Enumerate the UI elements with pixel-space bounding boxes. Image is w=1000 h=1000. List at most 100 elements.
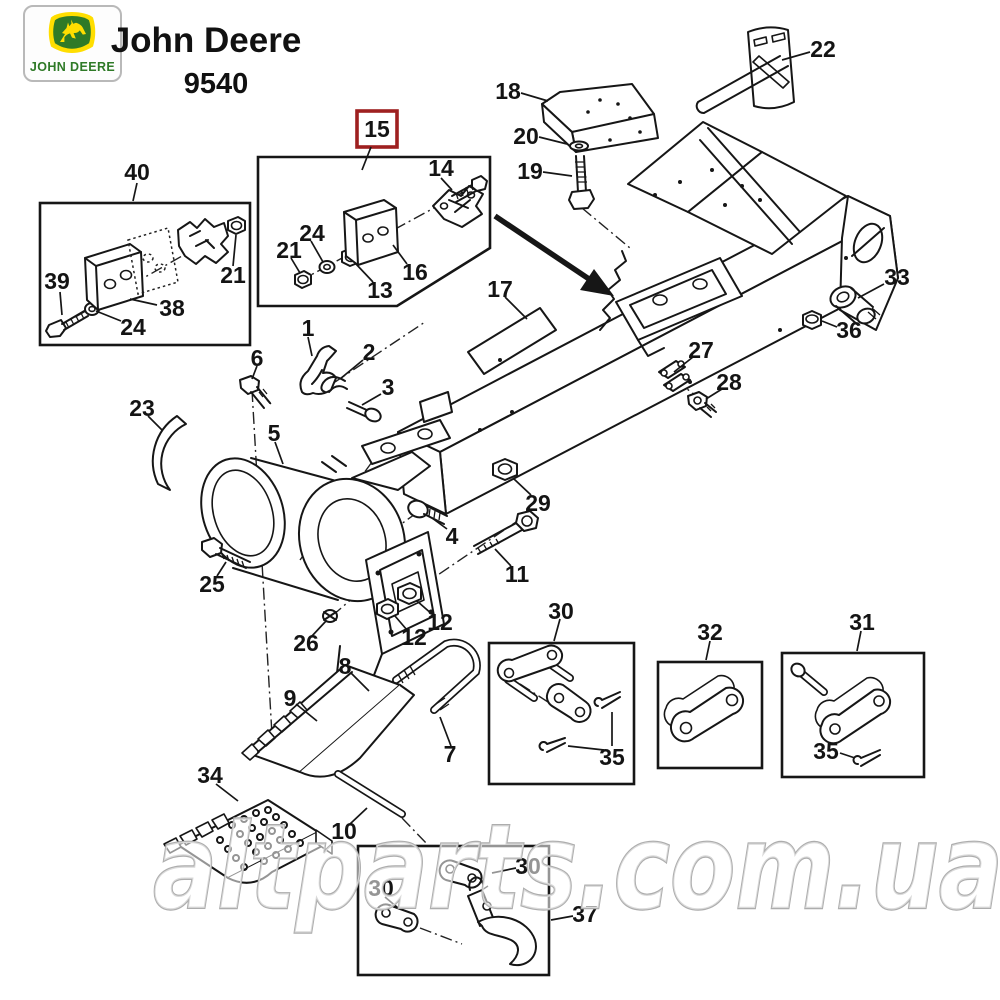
brand-title: John Deere <box>111 21 302 60</box>
part-label-4: 4 <box>446 523 459 549</box>
part-label-13: 13 <box>367 277 393 303</box>
part-label-30a: 30 <box>548 598 574 624</box>
part-label-14: 14 <box>428 155 454 181</box>
group-box-40 <box>38 201 252 347</box>
part-label-39: 39 <box>44 268 70 294</box>
part-label-33: 33 <box>884 264 910 290</box>
part-12b-nut <box>376 598 399 620</box>
john-deere-logo: JOHN DEERE <box>23 5 122 82</box>
part-28-bolt <box>687 391 717 418</box>
part-23-curved-strap <box>151 415 187 491</box>
part-2-clip <box>320 376 348 393</box>
part-33-bushing <box>829 285 881 326</box>
part-20-washer <box>569 140 589 152</box>
part-label-6: 6 <box>251 345 264 371</box>
group-box-31 <box>780 651 926 779</box>
part-34-perforated-plate <box>163 799 333 884</box>
part-39-bolt <box>45 309 89 338</box>
part-7-u-bolt <box>392 638 481 714</box>
part-10-rod <box>334 770 406 818</box>
part-label-38: 38 <box>159 295 185 321</box>
group-box-32 <box>656 660 764 770</box>
part-label-36: 36 <box>836 317 862 343</box>
frame-bolt-holes <box>478 168 848 432</box>
part-label-28: 28 <box>716 369 742 395</box>
part-16-plate <box>343 199 399 266</box>
part-12a-nut <box>397 582 422 605</box>
part-31-link-and-pin <box>790 662 892 745</box>
part-label-37: 37 <box>572 901 598 927</box>
part-label-12a: 12 <box>427 609 453 635</box>
part-label-29: 29 <box>525 490 551 516</box>
part-label-23: 23 <box>129 395 155 421</box>
part-35a-cotter-pins <box>538 691 621 753</box>
part-24b-washer <box>318 260 336 274</box>
part-label-32: 32 <box>697 619 723 645</box>
part-21a-nut <box>227 216 246 235</box>
part-label-17: 17 <box>487 276 513 302</box>
part-38-bracket <box>84 243 144 311</box>
part-25-bolt <box>201 537 251 569</box>
part-label-21a: 21 <box>220 262 246 288</box>
part-label-24b: 24 <box>299 220 325 246</box>
part-label-25: 25 <box>199 571 225 597</box>
part-label-21b: 21 <box>276 237 302 263</box>
part-22-plate-ubolt <box>695 26 795 114</box>
group-box-30 <box>487 641 636 786</box>
part-label-16: 16 <box>402 259 428 285</box>
part-9-skid-plate <box>241 664 415 778</box>
part-21b-nut <box>294 270 312 289</box>
part-label-2: 2 <box>363 339 376 365</box>
logo-caption: JOHN DEERE <box>30 60 115 74</box>
watermark-text: altparts.com.ua <box>153 798 1000 936</box>
part-5-hitch-support <box>200 451 445 713</box>
part-26-clip-nut <box>322 609 338 623</box>
part-38-casting <box>177 218 229 265</box>
part-4-carriage-bolt <box>407 499 448 525</box>
part-32-chain-link <box>663 674 745 743</box>
part-label-24a: 24 <box>120 314 146 340</box>
model-number: 9540 <box>184 68 249 100</box>
part-37-hook-assembly <box>374 859 537 967</box>
part-number-labels: 40 39 38 24 21 15 14 24 21 13 16 17 18 2… <box>44 36 910 927</box>
pointer-arrow <box>493 213 614 296</box>
part-18-bracket <box>541 83 659 153</box>
part-1-latch-lever <box>299 345 337 396</box>
part-label-35b: 35 <box>813 738 839 764</box>
part-label-19: 19 <box>517 158 543 184</box>
part-label-10: 10 <box>331 818 357 844</box>
part-label-30b: 30 <box>515 853 541 879</box>
deer-icon <box>60 19 86 42</box>
part-label-9: 9 <box>284 685 297 711</box>
part-6-bolt <box>239 375 272 409</box>
part-label-15: 15 <box>364 116 390 142</box>
group-box-37 <box>356 844 551 977</box>
part-label-7: 7 <box>444 741 457 767</box>
part-label-35a: 35 <box>599 744 625 770</box>
part-label-26: 26 <box>293 630 319 656</box>
part-label-20: 20 <box>513 123 539 149</box>
part-38-gasket <box>127 227 179 295</box>
part-label-40: 40 <box>124 159 150 185</box>
perforations <box>216 806 304 871</box>
part-35b-cotter-pin <box>852 749 881 767</box>
part-36-nut <box>802 310 822 330</box>
part-30a-connector-link <box>496 644 592 723</box>
part-label-3: 3 <box>382 374 395 400</box>
part-label-30c: 30 <box>368 875 394 901</box>
part-label-34: 34 <box>197 762 223 788</box>
leader-lines <box>59 51 885 921</box>
part-label-8: 8 <box>339 653 352 679</box>
part-3-pin <box>346 401 382 423</box>
part-label-22: 22 <box>810 36 836 62</box>
part-11-bolt <box>473 510 539 555</box>
part-label-31: 31 <box>849 609 875 635</box>
part-label-1: 1 <box>302 315 315 341</box>
part-label-27: 27 <box>688 337 714 363</box>
part-29-nut <box>492 458 518 481</box>
part-label-12b: 12 <box>401 624 427 650</box>
group-box-15 <box>256 155 492 308</box>
part-label-18: 18 <box>495 78 521 104</box>
